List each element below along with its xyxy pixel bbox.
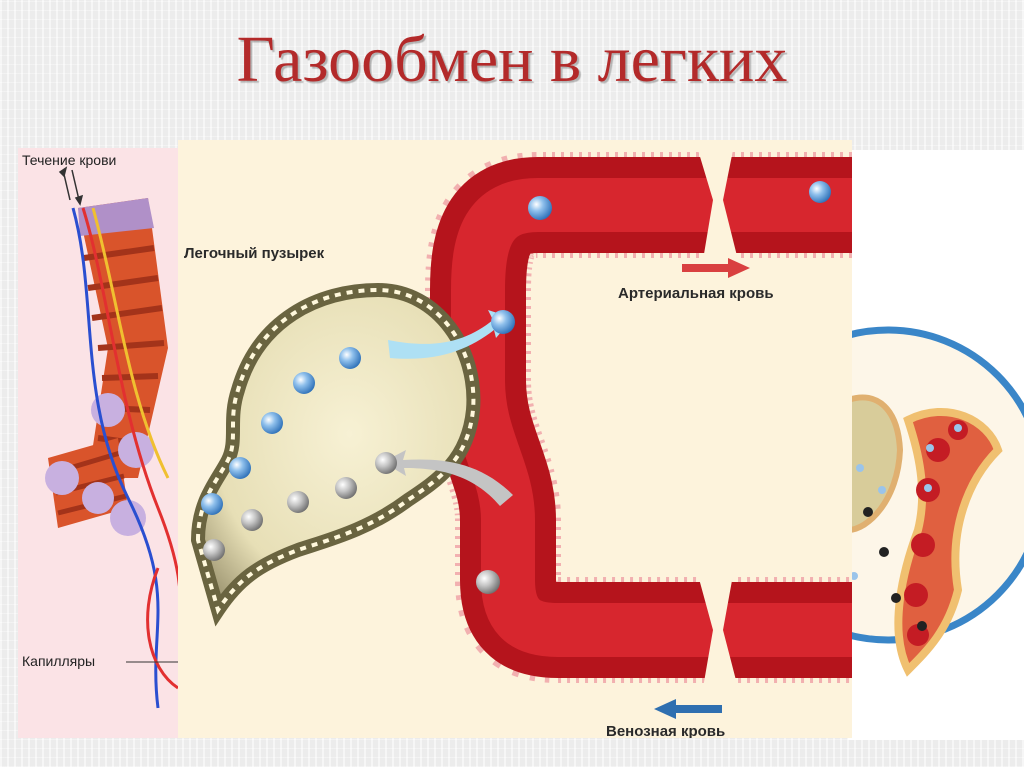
gas-exchange-diagram	[190, 150, 852, 719]
capillaries-label: Капилляры	[22, 653, 96, 669]
magnified-panel	[848, 150, 1024, 740]
venous-blood-label: Венозная кровь	[606, 723, 726, 738]
venous-flow-arrow	[654, 699, 722, 719]
co2-molecules	[203, 452, 500, 594]
bronchiole-panel: Течение крови Капилляры	[18, 148, 198, 738]
capillary-vessel	[425, 150, 852, 688]
gas-particles	[850, 424, 962, 631]
oxygen-molecules	[201, 181, 831, 515]
blood-flow-label: Течение крови	[22, 152, 117, 168]
oxygen-diffusion-arrow	[388, 310, 513, 359]
arterial-flow-arrow	[682, 258, 750, 278]
slide-title: Газообмен в легких	[236, 23, 788, 96]
magnified-illustration	[848, 326, 1024, 677]
alveolus-label: Легочный пузырек	[184, 245, 325, 262]
bronchiole-illustration	[45, 166, 196, 709]
arterial-blood-label: Артериальная кровь	[618, 285, 774, 302]
flow-arrows-icon	[58, 166, 84, 206]
main-diagram-panel: Легочный пузырек Артериальная кровь Вено…	[178, 140, 852, 738]
co2-diffusion-arrow	[383, 450, 513, 506]
alveoli-cluster	[45, 393, 154, 536]
alveolus	[190, 282, 481, 627]
